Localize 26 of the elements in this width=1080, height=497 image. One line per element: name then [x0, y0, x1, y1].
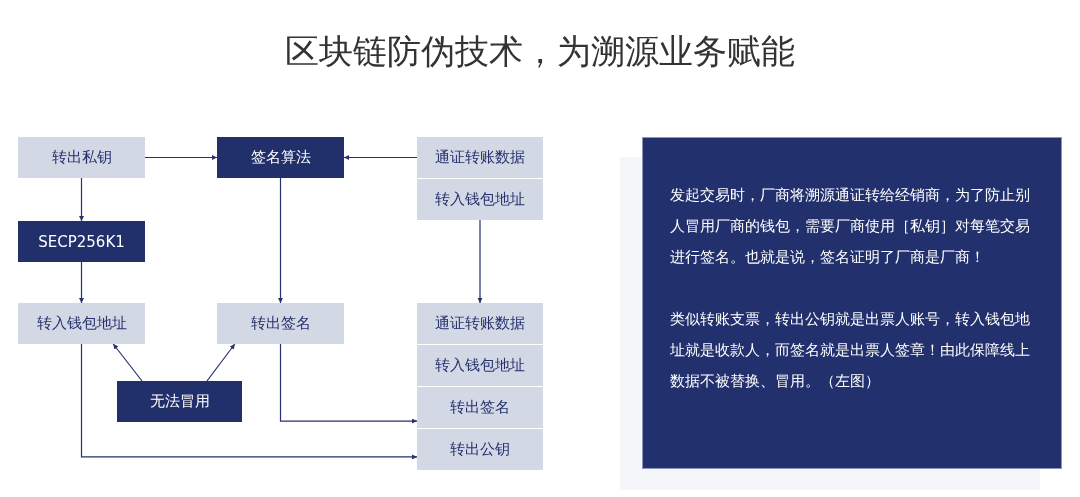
process-box: 通证转账数据 — [417, 303, 543, 344]
process-box: 转入钱包地址 — [18, 303, 145, 344]
arrow — [343, 155, 418, 160]
arrow — [278, 177, 283, 304]
process-box: 转出签名 — [417, 387, 543, 428]
process-box: 无法冒用 — [117, 381, 242, 422]
process-box: 通证转账数据 — [417, 137, 543, 178]
arrow — [477, 219, 483, 304]
arrow — [80, 343, 418, 460]
text-panel — [642, 137, 1062, 469]
arrow — [112, 343, 143, 382]
process-box: 转出签名 — [217, 303, 344, 344]
process-box: 转出公钥 — [417, 429, 543, 470]
process-box: SECP256K1 — [18, 221, 145, 262]
process-box: 转入钱包地址 — [417, 179, 543, 220]
arrow — [79, 261, 84, 304]
title: 区块链防伪技术，为溯源业务赋能 — [284, 30, 796, 73]
process-box: 转入钱包地址 — [417, 345, 543, 386]
paragraph: 类似转账支票，转出公钥就是出票人账号，转入钱包地址就是收款人，而签名就是出票人签章！由此保障线上数据不被替换、冒用。（左图） — [670, 310, 1031, 391]
process-box: 转出私钥 — [18, 137, 145, 178]
process-box: 签名算法 — [217, 137, 344, 178]
arrow — [79, 177, 84, 222]
arrow — [279, 343, 418, 424]
paragraph: 发起交易时，厂商将溯源通证转给经销商，为了防止别人冒用厂商的钱包，需要厂商使用［私钥］对每笔交易进行签名。也就是说，签名证明了厂商是厂商！ — [670, 186, 1031, 267]
arrow — [206, 343, 236, 382]
arrow — [144, 155, 218, 160]
